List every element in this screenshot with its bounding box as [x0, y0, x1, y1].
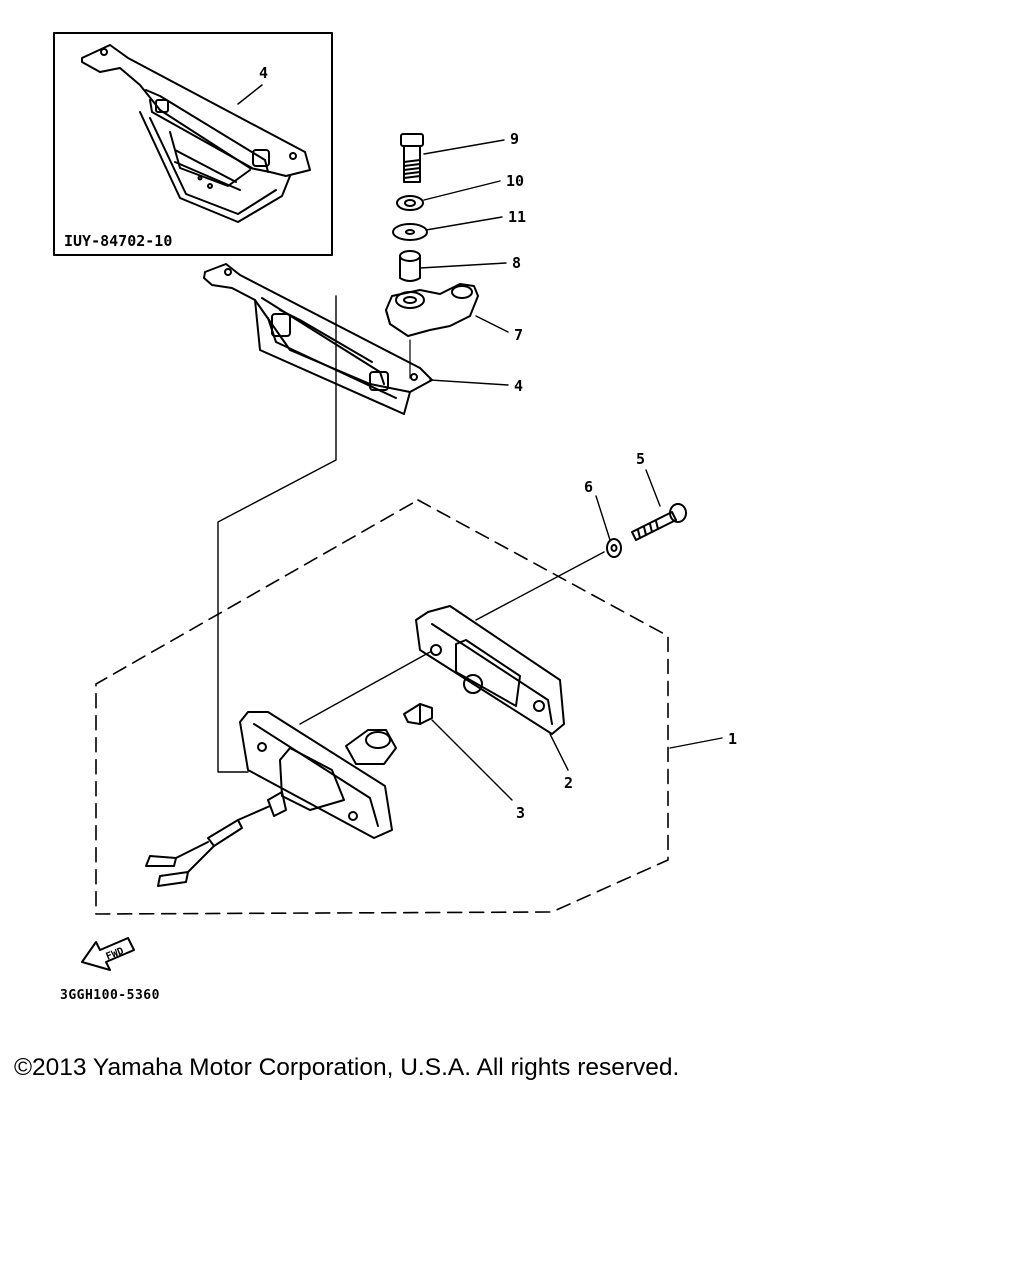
fwd-arrow — [81, 937, 135, 971]
inset-box — [53, 32, 333, 256]
lens-2 — [415, 605, 565, 735]
callout-4: 4 — [514, 377, 523, 395]
callout-6: 6 — [584, 478, 593, 496]
assembly-line-bracket — [217, 295, 337, 773]
bolt-5 — [631, 503, 687, 541]
lamp-housing — [145, 711, 397, 887]
fwd-label: FWD — [105, 946, 126, 963]
mounting-bracket — [203, 263, 433, 415]
inset-bracket — [81, 44, 311, 223]
callout-7: 7 — [514, 326, 523, 344]
callout-9: 9 — [510, 130, 519, 148]
washer-6 — [606, 538, 622, 558]
callout-3: 3 — [516, 804, 525, 822]
assembly-line-housing — [299, 651, 431, 725]
callout-1: 1 — [728, 730, 737, 748]
copyright-notice: ©2013 Yamaha Motor Corporation, U.S.A. A… — [14, 1054, 680, 1081]
inset-part-code: IUY-84702-10 — [64, 232, 172, 250]
bolt-9 — [400, 133, 424, 183]
callout-10: 10 — [506, 172, 524, 190]
callout-5: 5 — [636, 450, 645, 468]
callout-8: 8 — [512, 254, 521, 272]
callout-11: 11 — [508, 208, 526, 226]
drawing-number: 3GGH100-5360 — [60, 988, 160, 1003]
lock-washer-10 — [396, 195, 424, 211]
lamp-assembly-outline — [95, 499, 669, 915]
callout-4-inset: 4 — [259, 64, 268, 82]
callout-2: 2 — [564, 774, 573, 792]
assembly-line-lens — [475, 551, 605, 621]
washer-11 — [392, 223, 428, 241]
collar-8 — [399, 250, 421, 282]
stay-7 — [385, 283, 479, 337]
bulb-3 — [403, 703, 433, 725]
